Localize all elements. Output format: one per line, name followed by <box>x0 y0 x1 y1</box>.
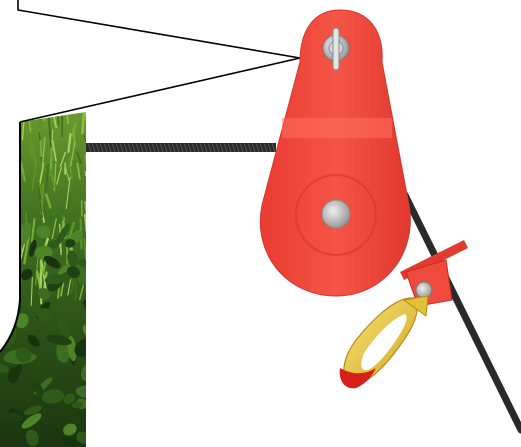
grass-blade <box>1 241 3 261</box>
grass-blade <box>15 82 20 111</box>
grass-blade <box>0 159 1 182</box>
grass-blade <box>8 139 10 152</box>
grass-blade <box>12 154 15 175</box>
grass-blade <box>11 153 15 172</box>
grass-blade <box>2 248 4 267</box>
grass-blade <box>9 240 13 256</box>
grass-blade <box>8 152 10 172</box>
leaf <box>3 257 16 271</box>
grass-blade <box>13 145 15 169</box>
leaf <box>0 298 9 310</box>
grass-blade <box>2 130 7 146</box>
grass-blade <box>0 219 2 232</box>
grass-blade <box>7 280 11 295</box>
grass-blade <box>9 265 12 294</box>
grass-blade <box>85 202 86 213</box>
leaf <box>0 223 14 253</box>
grass-blade <box>41 141 42 156</box>
leaf <box>2 287 17 303</box>
callout-line <box>18 0 300 122</box>
grass-blade <box>4 181 8 199</box>
grass-blade <box>7 227 12 256</box>
grass-blade <box>5 122 7 143</box>
leaf <box>3 263 16 287</box>
center-bolt <box>322 200 350 228</box>
grass-blade <box>9 163 10 175</box>
leaf <box>0 224 19 243</box>
grass-blade <box>52 149 53 178</box>
grass-blade <box>8 270 9 285</box>
grass-blade <box>7 249 12 274</box>
grass-blade <box>2 137 7 153</box>
grass-panel-outline <box>0 122 20 352</box>
grass-blade <box>8 198 9 209</box>
grass-blade <box>11 160 13 188</box>
grass-blade <box>5 110 7 124</box>
pulley-highlight-band <box>282 118 392 138</box>
grass-blade <box>8 168 11 199</box>
grass-blade <box>7 92 10 114</box>
grass-blade <box>12 86 16 112</box>
yellow-shackle <box>340 296 428 388</box>
grass-blade <box>8 243 13 261</box>
grass-blade <box>6 263 7 286</box>
grass-blade <box>4 169 8 181</box>
grass-photo-panel <box>0 82 103 447</box>
wire-rope-horizontal <box>86 143 276 152</box>
grass-blade <box>30 104 32 115</box>
leaf <box>6 263 21 274</box>
grass-blade <box>15 247 16 270</box>
leaf <box>0 248 14 259</box>
grass-blade <box>8 235 9 265</box>
grass-blade <box>9 206 14 237</box>
leaf <box>0 272 13 284</box>
grass-blade <box>5 164 10 184</box>
